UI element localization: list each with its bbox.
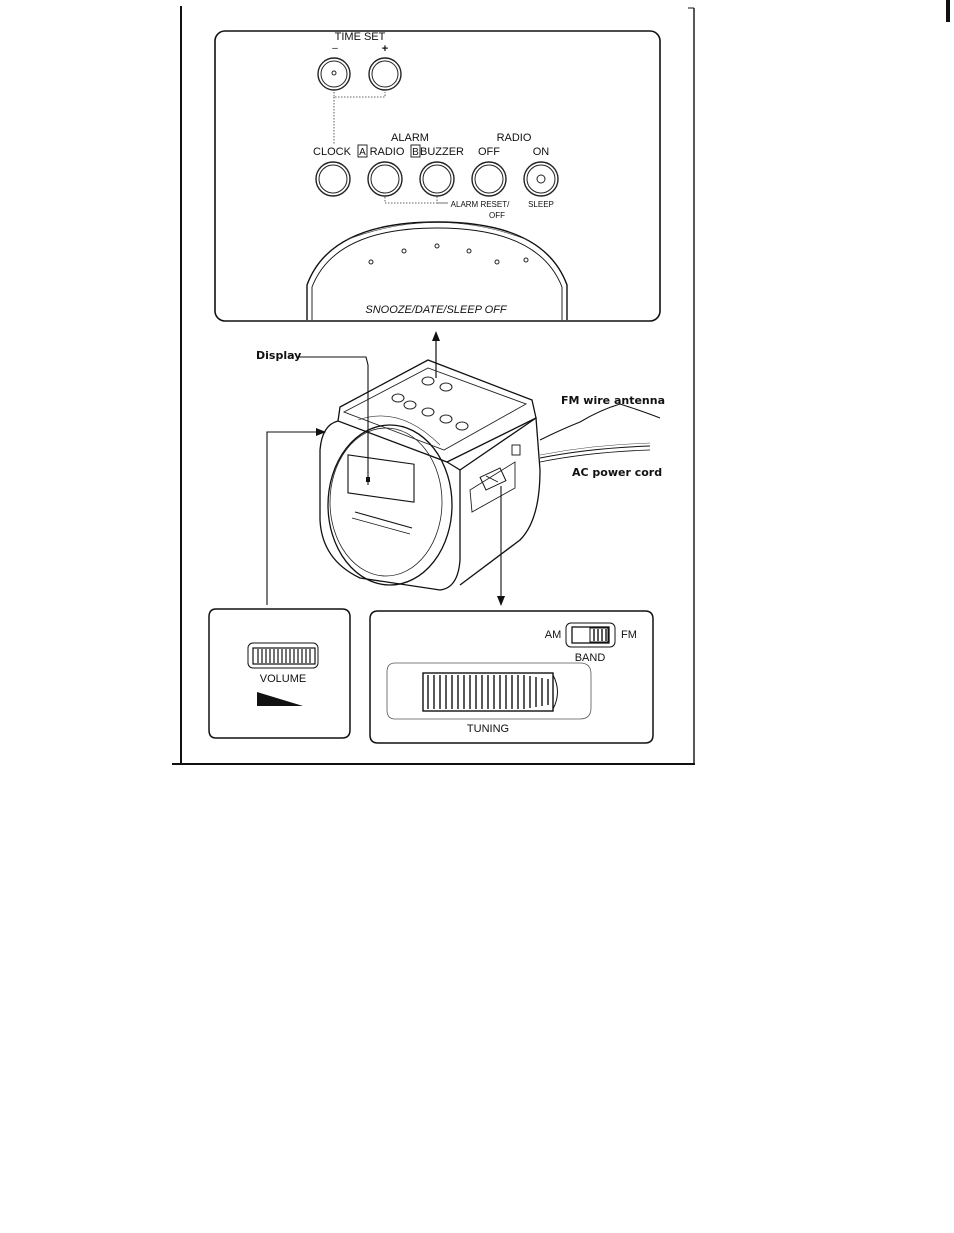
am-label: AM (545, 629, 562, 641)
time-set-plus-button[interactable] (368, 57, 402, 91)
svg-text:BUZZER: BUZZER (420, 146, 464, 158)
tuning-arrow (497, 486, 505, 606)
alarm-header: ALARM (391, 132, 429, 144)
alarm-reset-off-label: OFF (489, 211, 505, 220)
top-control-panel: TIME SET – + ALARM RADIO CLOCK A RADIO B… (214, 30, 661, 322)
svg-text:B: B (412, 147, 419, 158)
fm-label: FM (621, 629, 637, 641)
ac-power-cord: AC power cord (539, 442, 662, 479)
band-label: BAND (575, 652, 606, 664)
radio-on-sleep-button[interactable] (523, 161, 559, 197)
tuning-panel: AM FM BAND (369, 610, 654, 744)
volume-panel: VOLUME (208, 608, 351, 739)
time-set-minus-button[interactable] (317, 57, 351, 91)
snooze-label: SNOOZE/DATE/SLEEP OFF (365, 304, 507, 316)
time-set-plus: + (382, 43, 388, 55)
tuning-label: TUNING (467, 723, 509, 735)
volume-arrow (266, 428, 326, 605)
fm-antenna: FM wire antenna (539, 394, 665, 441)
radio-header: RADIO (497, 132, 532, 144)
tuning-dial[interactable] (386, 662, 592, 720)
clock-button[interactable] (315, 161, 351, 197)
fm-antenna-label: FM wire antenna (561, 394, 665, 407)
clock-label: CLOCK (313, 146, 352, 158)
alarm-a-radio-label: A RADIO (357, 144, 405, 158)
alarm-b-buzzer-label: B BUZZER (410, 144, 464, 158)
radio-off-label: OFF (478, 146, 500, 158)
snooze-bar[interactable] (306, 221, 568, 320)
svg-text:RADIO: RADIO (370, 146, 405, 158)
volume-ramp-icon (257, 692, 303, 706)
sleep-label: SLEEP (528, 200, 554, 209)
time-set-minus: – (332, 43, 338, 54)
alarm-b-button[interactable] (419, 161, 455, 197)
alarm-reset-label: ALARM RESET/ (451, 200, 510, 209)
ac-cord-label: AC power cord (572, 466, 662, 479)
band-switch[interactable] (565, 622, 616, 648)
volume-wheel[interactable] (247, 642, 319, 669)
time-set-label: TIME SET (335, 31, 386, 43)
display-callout: Display (256, 349, 370, 485)
outer-frame (172, 0, 950, 765)
svg-text:A: A (359, 147, 366, 158)
radio-off-button[interactable] (471, 161, 507, 197)
alarm-a-button[interactable] (367, 161, 403, 197)
display-label: Display (256, 349, 301, 362)
radio-on-label: ON (533, 146, 550, 158)
volume-label: VOLUME (260, 673, 306, 685)
clock-radio-illustration (319, 359, 541, 591)
